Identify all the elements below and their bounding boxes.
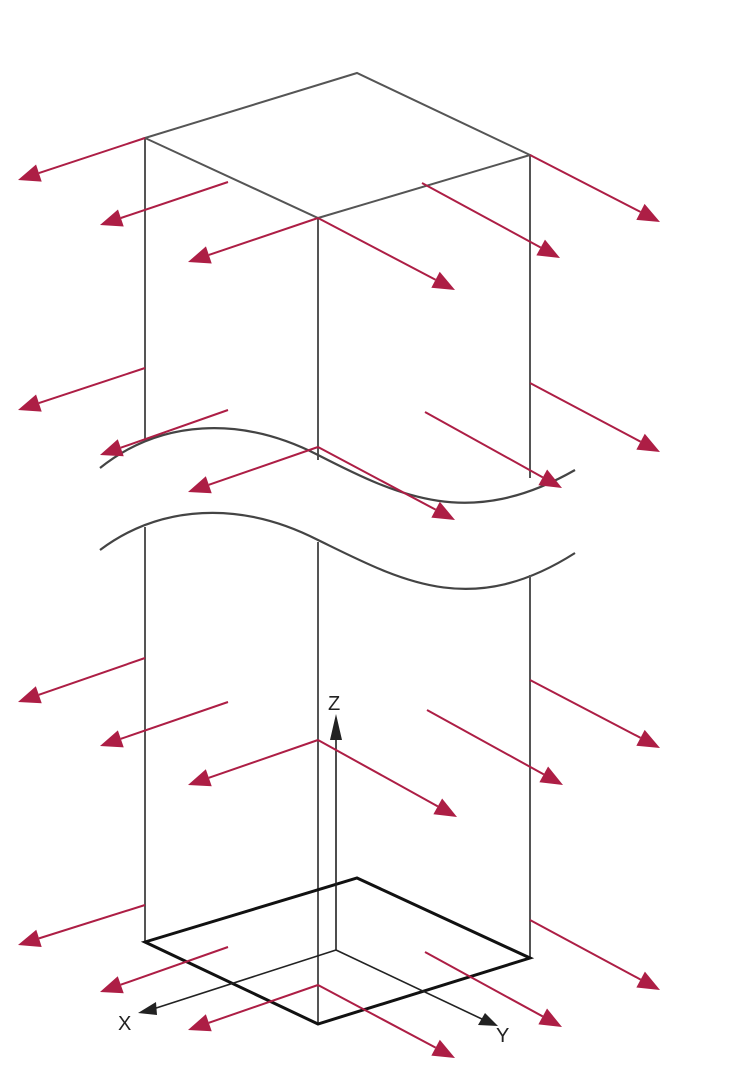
load-arrow-shaft <box>120 409 229 449</box>
load-arrow-12 <box>529 382 660 452</box>
load-arrow-head <box>538 1008 562 1027</box>
load-arrow-head <box>100 439 124 457</box>
load-arrow-15 <box>188 739 319 787</box>
load-arrow-head <box>188 1014 212 1032</box>
y-axis-label: Y <box>496 1025 509 1047</box>
surface-load-arrows <box>18 137 660 1058</box>
load-arrow-4 <box>317 217 455 290</box>
load-arrow-1 <box>18 137 146 182</box>
x-axis <box>149 949 337 1011</box>
break-wave-lower <box>99 511 576 591</box>
load-arrow-9 <box>188 446 319 494</box>
load-arrow-19 <box>18 904 146 947</box>
coordinate-axes: X Y Z <box>118 693 509 1047</box>
x-axis-arrowhead <box>138 1002 157 1015</box>
load-arrow-shaft <box>529 382 642 443</box>
load-arrow-shaft <box>421 182 542 249</box>
load-arrow-head <box>188 769 212 787</box>
y-axis-arrowhead <box>478 1013 498 1026</box>
load-arrow-head <box>18 164 42 182</box>
load-arrow-shaft <box>120 946 229 986</box>
load-arrow-shaft <box>38 904 146 940</box>
load-arrow-head <box>188 476 212 494</box>
load-arrow-6 <box>529 154 660 222</box>
load-arrow-shaft <box>529 154 641 213</box>
load-arrow-shaft <box>317 984 437 1049</box>
load-arrow-head <box>538 469 562 488</box>
load-arrow-shaft <box>38 367 146 405</box>
load-arrow-23 <box>424 951 562 1027</box>
load-arrow-shaft <box>208 217 319 256</box>
load-arrow-head <box>636 729 660 748</box>
load-arrow-3 <box>188 217 319 264</box>
load-arrow-shaft <box>424 411 544 479</box>
load-arrow-head <box>18 394 42 412</box>
y-axis <box>335 949 485 1021</box>
load-arrow-7 <box>18 367 146 412</box>
load-arrow-head <box>100 976 124 994</box>
load-arrow-shaft <box>317 446 437 511</box>
load-arrow-18 <box>529 679 660 748</box>
x-axis-label: X <box>118 1013 131 1035</box>
load-arrow-shaft <box>317 739 439 808</box>
load-arrow-shaft <box>317 217 436 281</box>
break-wave-upper <box>99 427 576 504</box>
load-arrow-shaft <box>208 739 319 779</box>
load-arrow-head <box>433 798 457 817</box>
load-arrow-shaft <box>208 446 319 486</box>
load-arrow-24 <box>529 919 660 990</box>
load-arrow-head <box>188 246 212 264</box>
z-axis-label: Z <box>328 693 340 715</box>
load-arrow-head <box>431 1039 455 1058</box>
load-arrow-head <box>431 501 455 520</box>
load-arrow-shaft <box>424 951 544 1018</box>
load-arrow-22 <box>317 984 455 1058</box>
z-axis-arrowhead <box>330 714 342 740</box>
load-arrow-5 <box>421 182 560 258</box>
load-arrow-21 <box>188 984 319 1032</box>
load-arrow-head <box>100 730 124 748</box>
load-arrow-head <box>431 271 455 290</box>
load-arrow-13 <box>18 657 146 704</box>
load-arrow-head <box>18 686 42 704</box>
load-arrow-shaft <box>120 181 229 219</box>
load-arrow-17 <box>426 709 563 785</box>
load-arrow-shaft <box>208 984 319 1024</box>
load-arrow-14 <box>100 701 229 748</box>
load-arrow-shaft <box>529 919 642 981</box>
load-arrow-head <box>636 433 660 452</box>
load-arrow-2 <box>100 181 229 227</box>
load-arrow-shaft <box>426 709 545 776</box>
load-arrow-head <box>100 209 124 227</box>
load-arrow-8 <box>100 409 229 457</box>
load-arrow-11 <box>424 411 562 488</box>
load-arrow-shaft <box>529 679 641 739</box>
load-arrow-shaft <box>38 137 146 175</box>
load-arrow-head <box>636 971 660 990</box>
load-arrow-head <box>539 766 563 785</box>
column-base-face <box>140 876 535 1026</box>
column-break-waves <box>99 427 576 591</box>
load-arrow-head <box>536 239 560 258</box>
load-arrow-20 <box>100 946 229 994</box>
load-arrow-shaft <box>38 657 146 696</box>
load-arrow-16 <box>317 739 457 817</box>
column-top-face <box>142 71 533 220</box>
load-arrow-head <box>636 203 660 222</box>
load-arrow-shaft <box>120 701 229 740</box>
load-arrow-10 <box>317 446 455 520</box>
load-arrow-head <box>18 929 42 947</box>
column-upper-edges <box>144 138 531 478</box>
